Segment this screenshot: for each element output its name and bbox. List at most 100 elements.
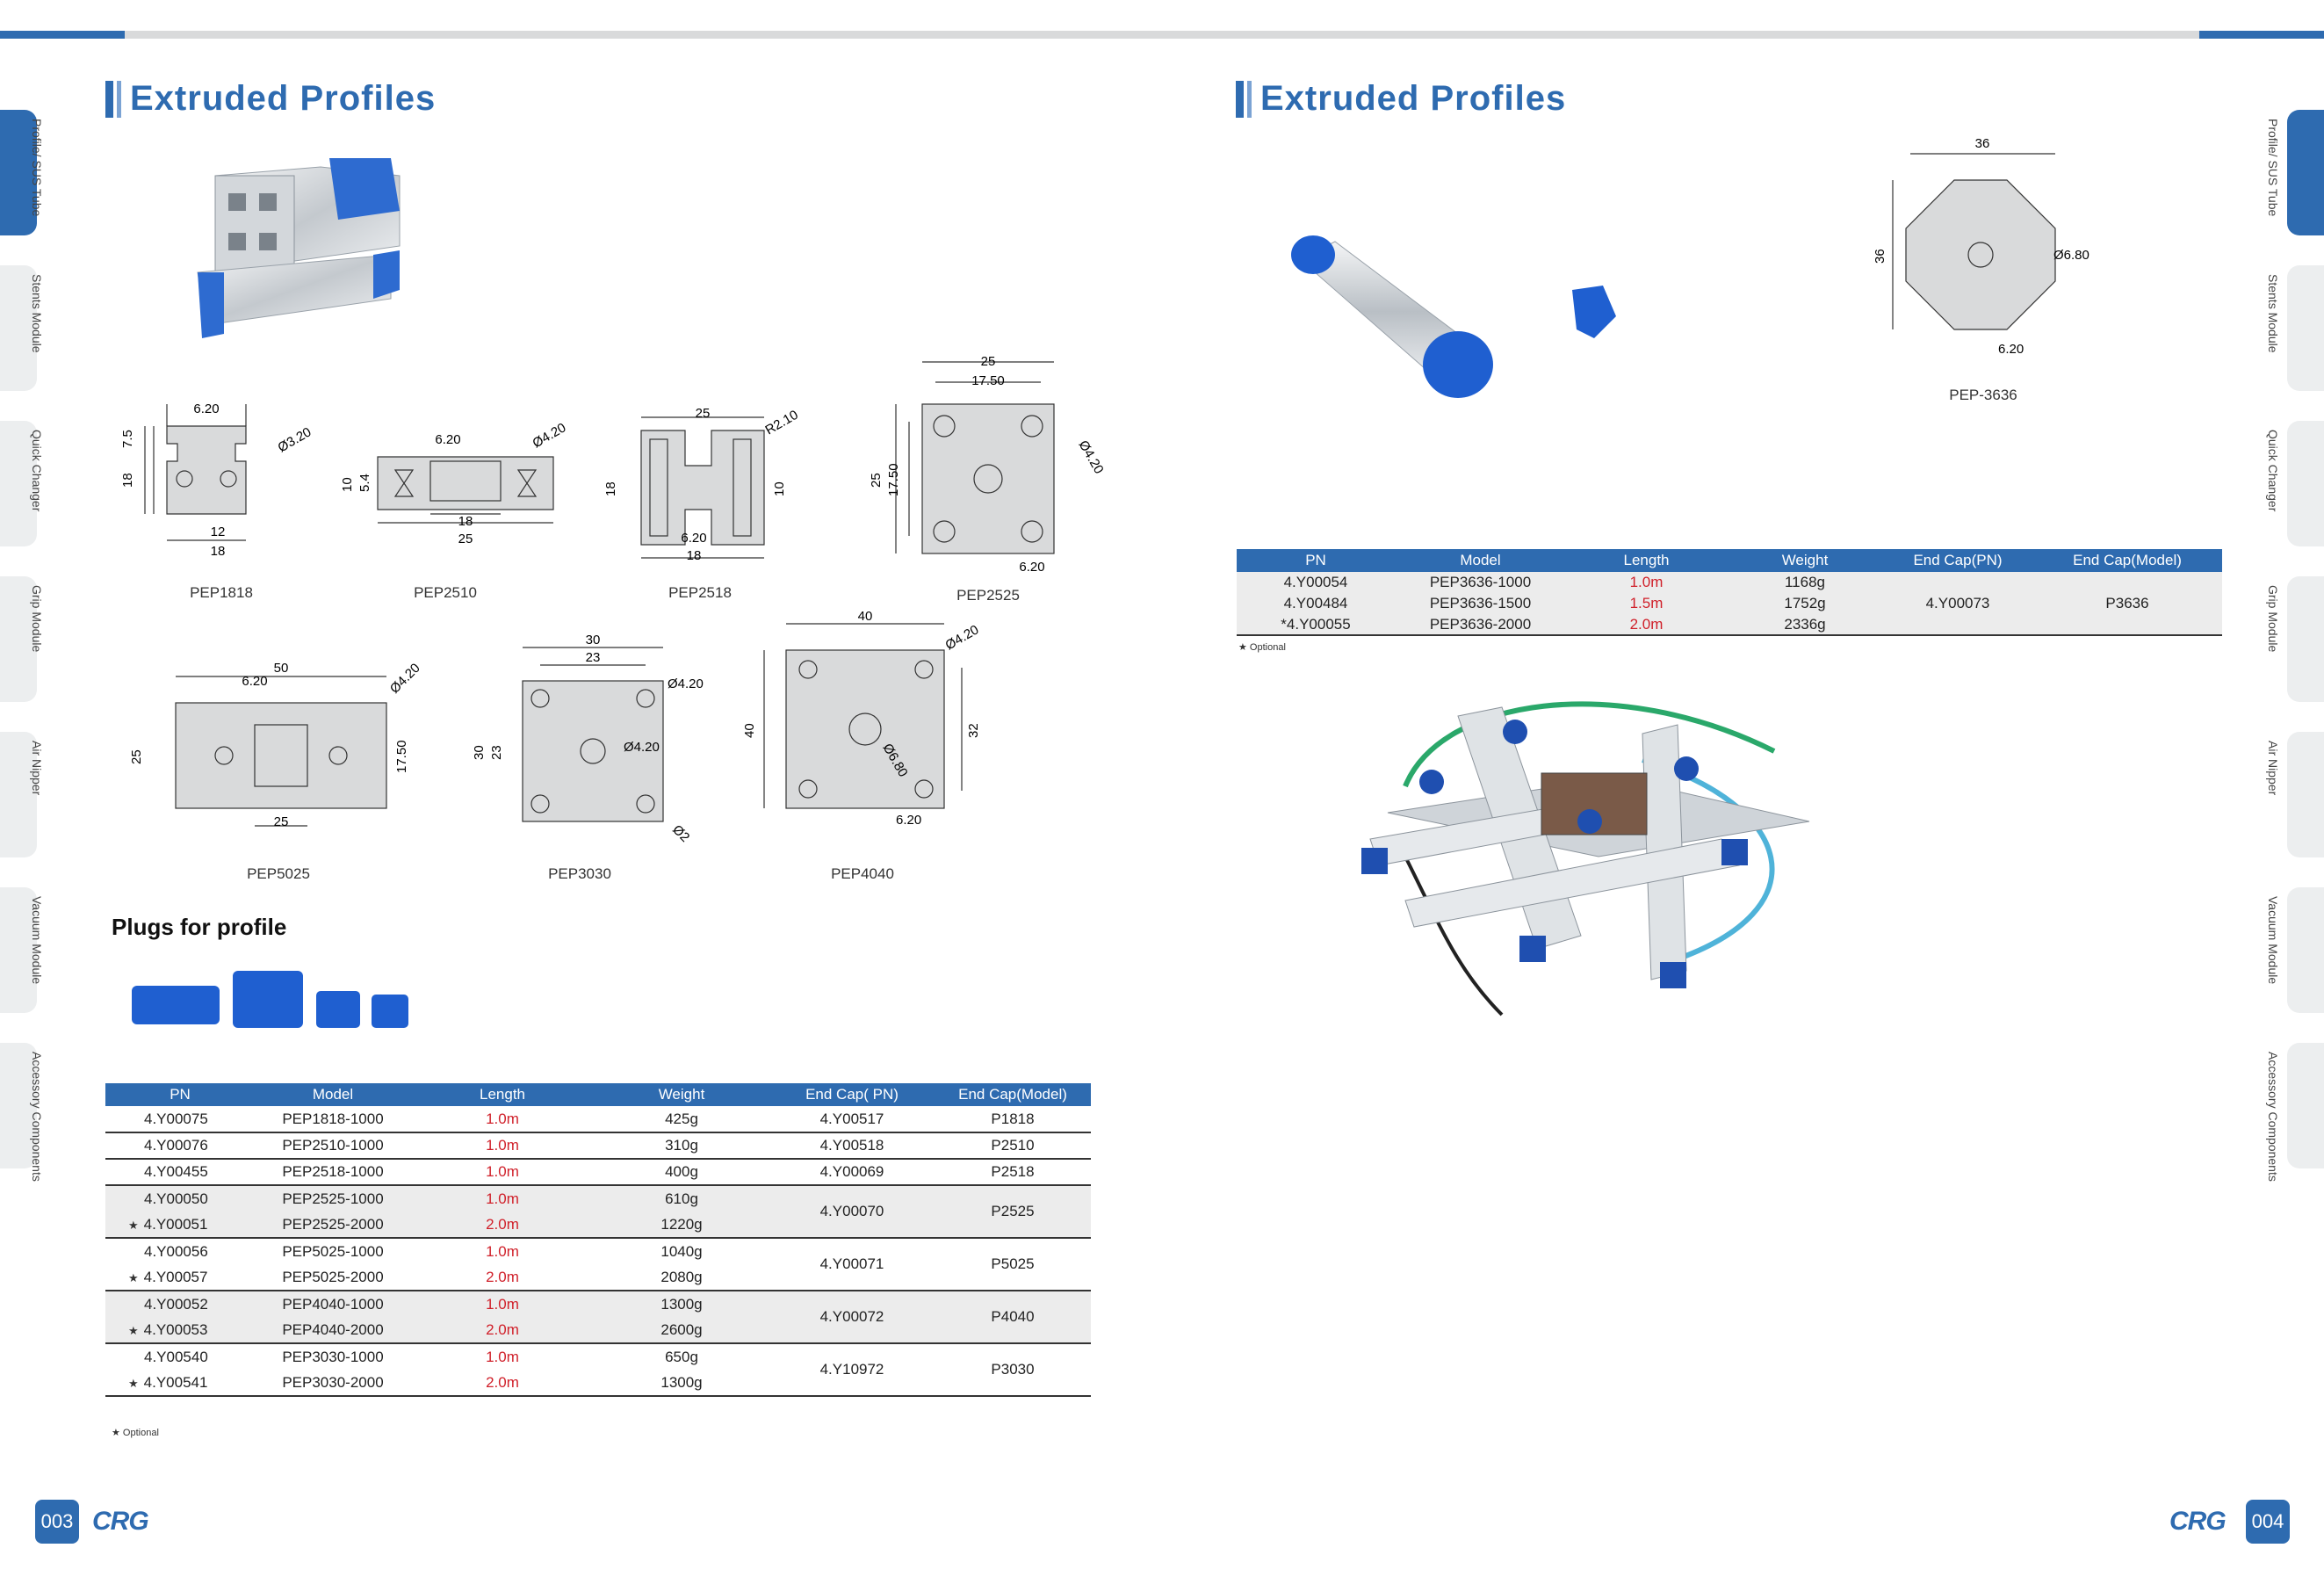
dim-text: 7.5 [120, 430, 135, 448]
cell-pn: 4.Y00054 [1237, 572, 1395, 593]
drawing-label: PEP5025 [247, 865, 310, 882]
dim-text: 6.20 [1019, 560, 1044, 575]
dim-text: Ø4.20 [387, 661, 423, 697]
dim-text: 18 [687, 548, 702, 563]
dim-text: 18 [458, 514, 473, 529]
cell-pn: 4.Y00052 [105, 1291, 255, 1317]
cell-model: PEP3030-2000 [255, 1370, 411, 1397]
column-header: Length [1566, 549, 1727, 572]
brand-logo: CRG [92, 1507, 149, 1536]
title-mark-icon [105, 80, 121, 118]
cell-model: PEP2525-2000 [255, 1212, 411, 1239]
table-header-row: PN Model Length Weight End Cap(PN) End C… [1237, 549, 2222, 572]
dim-text: 10 [340, 477, 355, 492]
dim-text: Ø2 [669, 822, 692, 845]
cell-pn: 4.Y00484 [1237, 593, 1395, 614]
cell-weight: 1220g [594, 1212, 769, 1239]
cell-weight: 1300g [594, 1370, 769, 1397]
cell-pn: 4.Y00540 [144, 1348, 208, 1365]
dim-text: R2.10 [763, 408, 801, 438]
spec-table-right: PN Model Length Weight End Cap(PN) End C… [1237, 549, 2222, 636]
dim-text: 6.20 [896, 813, 921, 828]
cell-model: PEP5025-2000 [255, 1264, 411, 1291]
cell-weight: 310g [594, 1132, 769, 1160]
dim-text: 25 [129, 749, 144, 764]
column-header: End Cap( PN) [769, 1083, 935, 1106]
dim-text: Ø4.20 [624, 740, 660, 755]
side-tab-stents[interactable]: Stents Module [0, 265, 44, 391]
drawing-label: PEP1818 [190, 584, 253, 601]
cell-end-cap-model: P3030 [935, 1343, 1091, 1397]
cell-pn: 4.Y00076 [105, 1132, 255, 1160]
side-tab-label: Air Nipper [2266, 741, 2280, 796]
side-tab-stents[interactable]: Stents Module [2266, 265, 2324, 391]
drawing-pep3636: 36 36 Ø6.80 6.20 [1873, 136, 2089, 357]
dim-text: 18 [120, 473, 135, 488]
side-tab-quick-changer[interactable]: Quick Changer [2266, 421, 2324, 546]
optional-note: ★ Optional [112, 1428, 159, 1438]
cell-end-cap-model: P3636 [2032, 572, 2222, 636]
dim-text: 25 [458, 532, 473, 546]
cell-weight: 2080g [594, 1264, 769, 1291]
dim-text: 6.20 [435, 432, 460, 447]
cell-pn: 4.Y00056 [144, 1242, 208, 1260]
side-tab-profile[interactable]: Profile/ SUS Tube [0, 110, 44, 235]
dim-text: 40 [858, 609, 873, 624]
side-tab-label: Accessory Components [2266, 1052, 2280, 1182]
side-tab-quick-changer[interactable]: Quick Changer [0, 421, 44, 546]
cell-pn: ★4.Y00051 [105, 1212, 255, 1239]
side-nav-right: Profile/ SUS Tube Stents Module Quick Ch… [2266, 110, 2324, 1198]
column-header: End Cap(Model) [935, 1083, 1091, 1106]
dim-text: 17.50 [971, 373, 1005, 388]
side-tab-vacuum[interactable]: Vacuum Module [2266, 887, 2324, 1013]
dim-text: 6.20 [1998, 342, 2024, 357]
top-rule-left [0, 31, 1162, 39]
side-tab-grip[interactable]: Grip Module [2266, 576, 2324, 702]
drawing-pep2525: 25 17.50 25 17.50 Ø4.20 6.20 [869, 354, 1107, 575]
side-tab-air-nipper[interactable]: Air Nipper [0, 732, 44, 857]
drawing-pep2518: 25 R2.10 18 10 6.20 18 [603, 406, 801, 563]
page-number: 003 [35, 1500, 79, 1544]
side-tab-label: Accessory Components [30, 1052, 44, 1182]
profile-3636-photo [1291, 235, 1616, 398]
side-tab-label: Vacuum Module [30, 896, 44, 985]
cell-model: PEP2510-1000 [255, 1132, 411, 1160]
side-tab-label: Profile/ SUS Tube [30, 119, 44, 217]
cell-end-cap-model: P4040 [935, 1291, 1091, 1344]
title-mark-icon [1236, 80, 1252, 118]
cell-pn: ★4.Y00057 [105, 1264, 255, 1291]
cell-model: PEP1818-1000 [255, 1106, 411, 1133]
drawing-pep5025: 50 6.20 Ø4.20 25 17.50 25 [129, 661, 423, 829]
dim-text: 32 [966, 723, 981, 738]
dim-text: 25 [981, 354, 996, 369]
column-header: PN [1237, 549, 1395, 572]
cell-length: 1.0m [1566, 572, 1727, 593]
dim-text: 23 [489, 745, 504, 760]
dim-text: 30 [472, 745, 487, 760]
cell-length: 2.0m [411, 1370, 594, 1397]
drawing-pep3030: 30 23 Ø4.20 30 23 Ø4.20 Ø2 [472, 633, 704, 845]
side-tab-air-nipper[interactable]: Air Nipper [2266, 732, 2324, 857]
title-text: Extruded Profiles [130, 79, 437, 118]
dim-text: 50 [274, 661, 289, 676]
cell-end-cap-pn: 4.Y00072 [769, 1291, 935, 1344]
side-tab-grip[interactable]: Grip Module [0, 576, 44, 702]
optional-star-icon: ★ [128, 1218, 139, 1232]
side-tab-accessory[interactable]: Accessory Components [2266, 1043, 2324, 1182]
side-tab-vacuum[interactable]: Vacuum Module [0, 887, 44, 1013]
dim-text: 36 [1975, 136, 1990, 151]
side-tab-label: Grip Module [2266, 585, 2280, 653]
cell-end-cap-pn: 4.Y00069 [769, 1159, 935, 1186]
drawing-label: PEP2518 [668, 584, 732, 601]
side-tab-profile[interactable]: Profile/ SUS Tube [2266, 110, 2324, 235]
cell-weight: 610g [594, 1185, 769, 1212]
cell-length: 1.0m [411, 1291, 594, 1317]
page-title-left: Extruded Profiles [105, 79, 436, 119]
cell-model: PEP4040-2000 [255, 1317, 411, 1344]
side-tab-accessory[interactable]: Accessory Components [0, 1043, 44, 1182]
